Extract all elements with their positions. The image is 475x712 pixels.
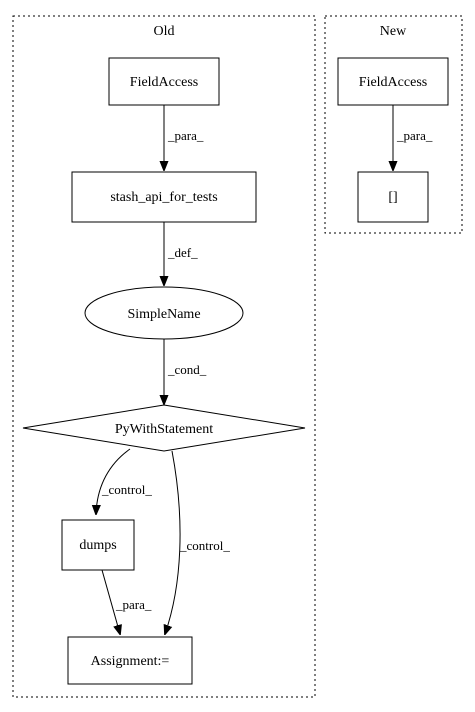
node-dumps: dumps (61, 519, 135, 571)
node-label: SimpleName (127, 307, 200, 322)
edge-simplename-to-pywith: _cond_ (164, 339, 207, 404)
node-stash-api-for-tests: stash_api_for_tests (71, 171, 257, 223)
node-label: PyWithStatement (115, 422, 213, 437)
edge-dumps-to-assignment: _para_ (101, 569, 152, 634)
edge-label-para-new: _para_ (396, 128, 433, 143)
edge-newfieldaccess-to-brackets: _para_ (393, 105, 433, 170)
edge-label-control-left: _control_ (101, 482, 152, 497)
edge-pywith-to-assignment: _control_ (165, 450, 230, 634)
cluster-old-label: Old (154, 24, 175, 39)
edge-label-control-right: _control_ (179, 538, 230, 553)
node-assignment: Assignment:= (67, 636, 193, 685)
node-simplename: SimpleName (84, 286, 244, 340)
node-label: [] (388, 190, 397, 205)
edge-stash-to-simplename: _def_ (164, 222, 198, 285)
cluster-old: Old (12, 15, 316, 698)
cluster-new: New (324, 15, 463, 234)
node-label: FieldAccess (130, 75, 198, 90)
cluster-new-label: New (380, 24, 407, 39)
node-label: FieldAccess (359, 75, 427, 90)
edge-fieldaccess-to-stash: _para_ (164, 105, 204, 170)
node-fieldaccess-old: FieldAccess (108, 57, 220, 106)
node-brackets: [] (357, 171, 429, 223)
edge-label-para: _para_ (167, 128, 204, 143)
node-pywithstatement: PyWithStatement (22, 404, 306, 452)
node-fieldaccess-new: FieldAccess (337, 57, 449, 106)
edge-label-cond: _cond_ (167, 362, 207, 377)
edge-pywith-to-dumps: _control_ (96, 448, 152, 514)
node-label: stash_api_for_tests (110, 190, 217, 205)
edge-label-def: _def_ (167, 245, 198, 260)
node-label: Assignment:= (91, 654, 170, 669)
node-label: dumps (79, 538, 116, 553)
edge-label-para-bottom: _para_ (115, 597, 152, 612)
